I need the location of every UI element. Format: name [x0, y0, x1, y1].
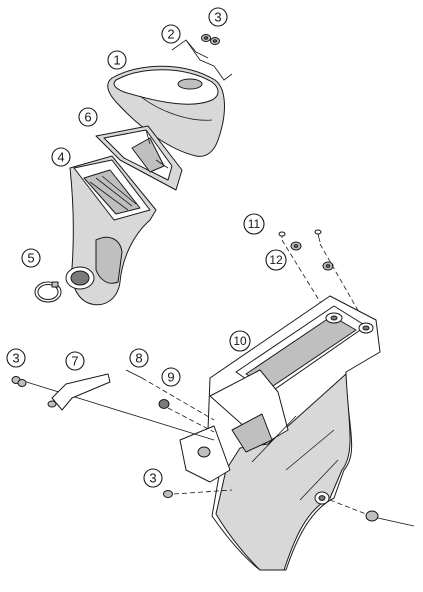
callout-10: 10 [229, 330, 251, 352]
callout-8-label: 8 [135, 351, 142, 366]
callout-9: 9 [161, 367, 181, 387]
filter-cover [107, 65, 225, 157]
callout-8: 8 [129, 348, 149, 368]
callout-5: 5 [21, 248, 41, 268]
hose-clamp [34, 281, 62, 303]
callout-2: 2 [161, 24, 181, 44]
callout-3-top-label: 3 [214, 10, 221, 25]
callout-10-label: 10 [233, 334, 247, 348]
callout-3-bottom-label: 3 [149, 471, 156, 486]
nut-pair-top [201, 34, 220, 45]
mounting-bracket-set [11, 369, 215, 441]
callout-9-label: 9 [167, 370, 174, 385]
callout-11-label: 11 [248, 217, 261, 231]
callout-5-label: 5 [27, 251, 34, 266]
callout-3-bottom: 3 [143, 468, 163, 488]
airbox-housing [179, 295, 381, 571]
callout-1-label: 1 [113, 53, 120, 68]
filter-frame-plate [95, 125, 183, 191]
callout-7-label: 7 [71, 354, 78, 369]
wire-clip [171, 39, 233, 81]
callout-3-left-label: 3 [12, 351, 19, 366]
air-duct [65, 155, 157, 306]
callout-1: 1 [107, 50, 127, 70]
callout-6-label: 6 [84, 110, 91, 125]
callout-11: 11 [243, 213, 265, 235]
bottom-fastener-set [163, 489, 415, 527]
callout-4-label: 4 [57, 150, 64, 165]
callout-2-label: 2 [167, 27, 174, 42]
callout-3-top: 3 [208, 7, 228, 27]
callout-3-left: 3 [6, 348, 26, 368]
callout-12-label: 12 [269, 253, 283, 267]
callout-7: 7 [65, 351, 85, 371]
callout-12: 12 [265, 249, 287, 271]
callout-6: 6 [78, 107, 98, 127]
callout-4: 4 [51, 147, 71, 167]
